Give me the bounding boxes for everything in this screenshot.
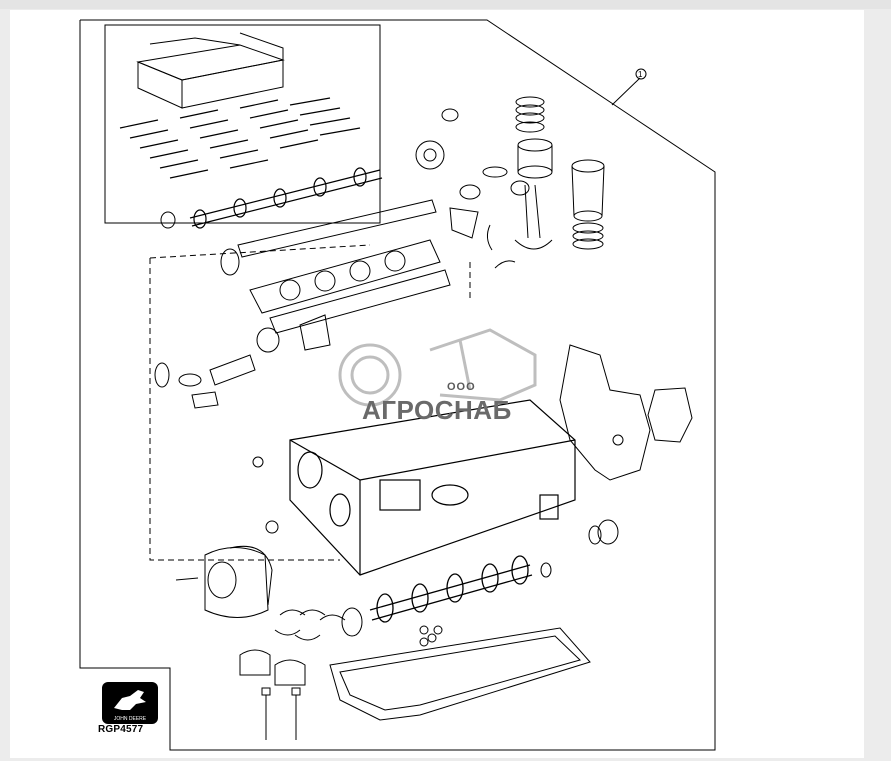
callout-number: 1	[638, 70, 643, 79]
callout-leader	[611, 77, 641, 106]
rear-seal-housing-icon	[204, 545, 273, 618]
diagram-sheet	[10, 10, 864, 758]
callout-circle	[635, 68, 647, 80]
pin-icon	[482, 166, 508, 178]
watermark-company: ООО	[447, 381, 476, 393]
main-bearings-icon	[274, 609, 346, 641]
plug-icon	[252, 456, 264, 468]
timing-cover-gasket-icon	[559, 344, 693, 481]
front-seal-icon	[597, 519, 619, 545]
diagram-frame	[79, 19, 716, 751]
gear-truck-watermark-icon	[338, 328, 537, 407]
head-bolts-icon	[119, 97, 361, 179]
capscrew-icon	[175, 577, 199, 581]
camshaft-icon	[189, 167, 383, 229]
bearing-caps-icon	[239, 649, 306, 686]
piston-rings-icon	[515, 96, 545, 133]
o-rings-icon	[419, 625, 443, 647]
idler-gear-icon	[415, 140, 445, 170]
logo-brand-text: JOHN DEERE	[114, 716, 147, 722]
bolt-kit-inset	[104, 24, 381, 224]
cam-bushing-icon	[160, 211, 176, 229]
cap-bolts-icon	[261, 687, 301, 740]
deere-leaping-deer-icon: JOHN DEERE	[102, 682, 158, 724]
seal-small-icon	[265, 520, 279, 534]
top-strip	[0, 0, 891, 9]
watermark-brand: АГРОСНАБ	[362, 395, 512, 425]
rod-bearing-icon	[494, 260, 516, 269]
oil-jet-icon	[486, 224, 493, 251]
liner-seals-icon	[572, 222, 604, 250]
crankshaft-icon	[369, 555, 533, 623]
oil-pan-gasket-icon	[329, 627, 591, 721]
small-gaskets-icon	[154, 184, 481, 409]
assembly-outline	[149, 244, 471, 561]
reference-code: RGP4577	[98, 724, 144, 735]
kit-box-icon	[136, 32, 285, 109]
piston-icon	[517, 138, 553, 179]
cylinder-liner-icon	[571, 159, 605, 222]
engine-block-icon	[289, 399, 576, 576]
crank-gear-icon	[341, 607, 363, 637]
connecting-rod-icon	[510, 180, 553, 250]
